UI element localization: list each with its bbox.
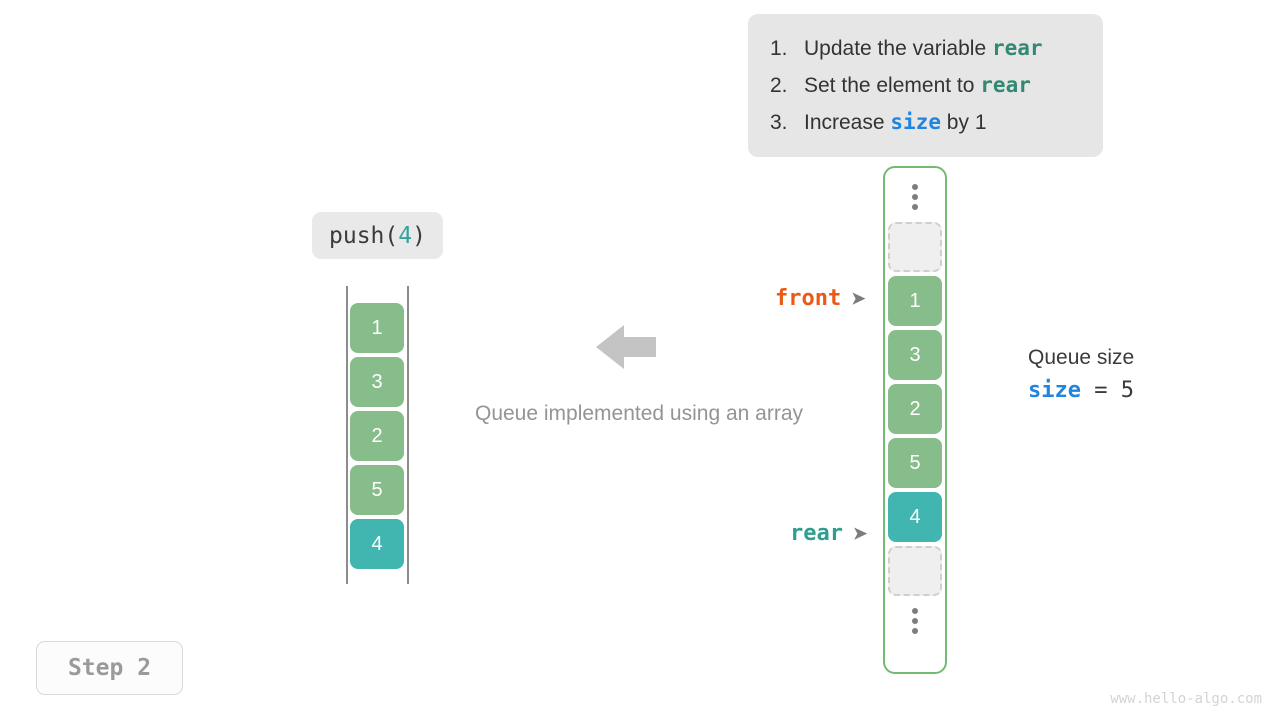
array-slot: 5 <box>888 438 942 488</box>
watermark: www.hello-algo.com <box>1110 691 1262 707</box>
operation-label-value: 4 <box>398 222 413 249</box>
logical-queue: 1 3 2 5 4 <box>346 286 409 584</box>
queue-cell: 2 <box>350 411 404 461</box>
ellipsis-dot <box>912 184 918 190</box>
instruction-number: 2. <box>770 74 788 97</box>
instruction-text: Set the element to <box>804 74 981 97</box>
rear-pointer: rear ➤ <box>790 521 867 546</box>
operation-label-prefix: push( <box>329 222 399 249</box>
diagram-caption-text: Queue implemented using an array <box>474 402 804 425</box>
queue-size-expression: size = 5 <box>1028 373 1134 409</box>
flow-arrow-icon <box>596 323 656 371</box>
queue-size-value: 5 <box>1120 378 1134 403</box>
logical-queue-cells: 1 3 2 5 4 <box>350 303 404 573</box>
instruction-keyword-rear: rear <box>991 36 1043 60</box>
instruction-keyword-size: size <box>890 110 941 134</box>
instruction-number: 3. <box>770 111 788 134</box>
queue-size-variable: size <box>1028 378 1081 403</box>
instruction-text: Increase <box>804 111 891 134</box>
array-slot: 2 <box>888 384 942 434</box>
front-pointer: front ➤ <box>775 286 865 311</box>
diagram-caption: Queue implemented using an array <box>0 402 1280 426</box>
instruction-item: 2. Set the element to rear <box>748 67 1103 104</box>
array-slot-empty <box>888 546 942 596</box>
queue-size-operator: = <box>1080 378 1121 403</box>
queue-size-title: Queue size <box>1028 346 1135 369</box>
array-column: 1 3 2 5 4 <box>883 166 947 674</box>
instruction-text-after: by 1 <box>940 111 987 134</box>
array-column-slots: 1 3 2 5 4 <box>888 176 944 646</box>
ellipsis-dot <box>912 204 918 210</box>
queue-cell: 1 <box>350 303 404 353</box>
ellipsis-dot <box>912 194 918 200</box>
queue-size-block: Queue size size = 5 <box>1028 343 1134 409</box>
instruction-text: Update the variable <box>804 37 992 60</box>
queue-rail-left <box>346 286 348 584</box>
rear-pointer-label: rear <box>790 521 843 546</box>
operation-label-suffix: ) <box>412 222 426 249</box>
front-pointer-label: front <box>775 286 842 311</box>
ellipsis-dot <box>912 618 918 624</box>
instruction-number: 1. <box>770 37 788 60</box>
array-slot-new: 4 <box>888 492 942 542</box>
ellipsis-dot <box>912 608 918 614</box>
instruction-item: 1. Update the variable rear <box>748 30 1103 67</box>
instruction-item: 3. Increase size by 1 <box>748 104 1103 141</box>
array-slot: 1 <box>888 276 942 326</box>
queue-cell: 5 <box>350 465 404 515</box>
queue-cell: 3 <box>350 357 404 407</box>
ellipsis-icon-bottom <box>888 600 942 642</box>
array-slot: 3 <box>888 330 942 380</box>
arrow-right-icon: ➤ <box>851 288 866 308</box>
instruction-keyword-rear: rear <box>980 73 1031 97</box>
queue-rail-right <box>407 286 409 584</box>
queue-cell-new: 4 <box>350 519 404 569</box>
instruction-card: 1. Update the variable rear 2. Set the e… <box>748 14 1103 157</box>
operation-label: push(4) <box>312 212 443 259</box>
ellipsis-icon-top <box>888 176 942 218</box>
step-badge: Step 2 <box>36 641 183 695</box>
arrow-right-icon: ➤ <box>852 523 868 543</box>
array-slot-empty <box>888 222 942 272</box>
ellipsis-dot <box>912 628 918 634</box>
